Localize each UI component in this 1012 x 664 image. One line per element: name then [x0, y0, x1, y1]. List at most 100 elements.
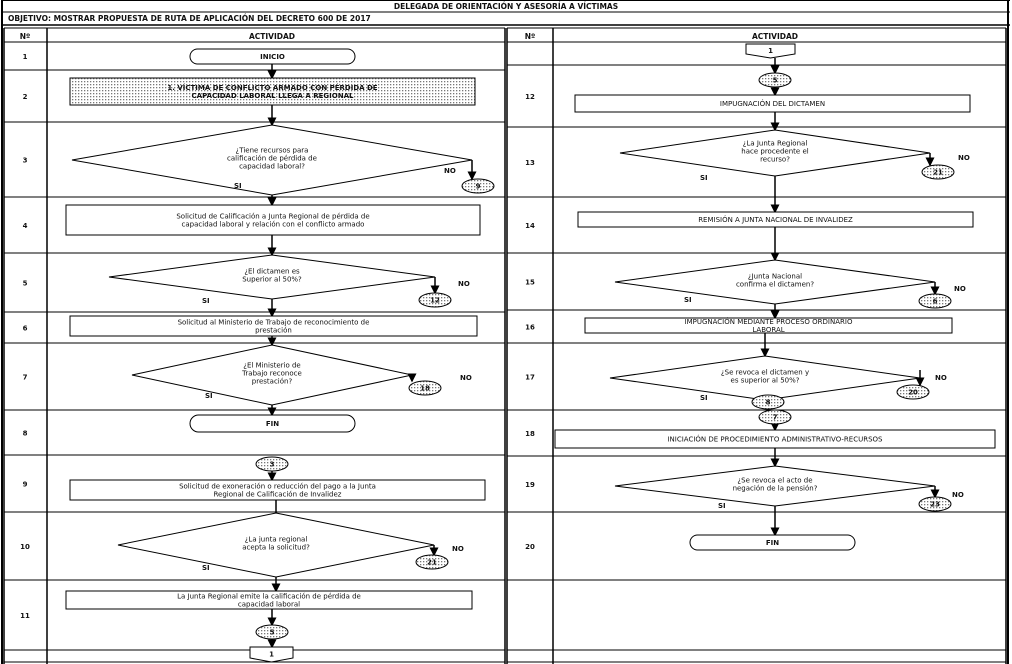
step-14-line: REMISIÓN A JUNTA NACIONAL DE INVALIDEZ: [698, 215, 853, 224]
right-fin-terminator: [689, 534, 856, 551]
row-number: 13: [525, 159, 535, 167]
row-number: 11: [20, 612, 30, 620]
right-fin-line: FIN: [766, 539, 779, 547]
step-10-line: acepta la solicitud?: [242, 544, 310, 552]
step-19-no-label: NO: [952, 491, 964, 499]
row-number: 17: [525, 374, 535, 382]
step-15-yes-label: SI: [684, 296, 692, 304]
right-offpage-label: 1: [768, 47, 773, 55]
step-13-connector-circle: [921, 164, 955, 180]
step-11-box: [65, 590, 473, 610]
step-5-no-label: NO: [458, 280, 470, 288]
step-4-line: capacidad laboral y relación con el conf…: [182, 221, 365, 229]
step-13-connector-label: 21: [933, 169, 943, 177]
step-11-line: La Junta Regional emite la calificación …: [177, 593, 361, 601]
step-19-line: negación de la pensión?: [733, 485, 818, 493]
step-15-connector-circle: [918, 293, 952, 309]
step-7-line: ¿El Ministerio de: [243, 362, 300, 370]
step-17-connector-label: 20: [908, 389, 918, 397]
row-number: 16: [525, 324, 535, 332]
document-title: DELEGADA DE ORIENTACIÓN Y ASESORÍA A VÍC…: [394, 2, 618, 11]
step-13-decision-diamond: [619, 129, 931, 177]
step-13-line: hace procedente el: [741, 148, 808, 156]
step-17-yes-label: SI: [700, 394, 708, 402]
row-number: 20: [525, 543, 535, 551]
step-17-yes-connector-circle: [751, 394, 785, 410]
step-18-line: INICIACIÓN DE PROCEDIMIENTO ADMINISTRATI…: [667, 435, 883, 444]
right-offpage-connector: [745, 43, 796, 59]
step-3-no-label: NO: [444, 167, 456, 175]
step-10-decision-diamond: [117, 512, 435, 578]
step-5-connector-label: 12: [430, 297, 440, 305]
step-7-decision-diamond: [131, 344, 413, 406]
step-10-line: ¿La junta regional: [245, 536, 308, 544]
step-5-connector-circle: [418, 292, 452, 308]
row-number: 18: [525, 430, 535, 438]
step-2-box: [69, 77, 476, 106]
fin-terminator: [189, 414, 356, 433]
step-7-connector-circle: [408, 380, 442, 396]
step-13-yes-label: SI: [700, 174, 708, 182]
step-15-line: ¿Junta Nacional: [748, 273, 802, 281]
step-3-connector-label: 9: [476, 183, 481, 191]
step-13-no-label: NO: [958, 154, 970, 162]
step-13-line: recurso?: [760, 156, 790, 164]
row-number: 15: [525, 279, 535, 287]
step-3-line: capacidad laboral?: [239, 163, 305, 171]
step-4-box: [65, 204, 481, 236]
left-offpage-label: 1: [269, 651, 274, 659]
step-15-decision-diamond: [614, 259, 936, 305]
step-7-line: prestación?: [252, 378, 293, 386]
step-3-line: calificación de pérdida de: [227, 155, 317, 163]
objective-text: OBJETIVO: MOSTRAR PROPUESTA DE RUTA DE A…: [8, 14, 371, 23]
step-9-line: Solicitud de exoneración o reducción del…: [179, 483, 376, 491]
step-17-no-label: NO: [935, 374, 947, 382]
step-4-line: Solicitud de Calificación a Junta Region…: [176, 213, 369, 221]
step-15-line: confirma el dictamen?: [736, 281, 814, 289]
step-15-no-label: NO: [954, 285, 966, 293]
step-9-box: [69, 479, 486, 501]
step-11-line: capacidad laboral: [238, 601, 300, 609]
step-14-box: [577, 211, 974, 228]
inicio-terminator: [189, 48, 356, 65]
left-num-header: Nº: [20, 32, 31, 41]
fin-line: FIN: [266, 420, 279, 428]
step-10-connector-label: 21: [427, 559, 437, 567]
step-9-line: Regional de Calificación de Invalidez: [214, 491, 342, 499]
row-number: 19: [525, 481, 535, 489]
step-2-line: 1. VÍCTIMA DE CONFLICTO ARMADO CON PÉRDI…: [167, 83, 377, 92]
inicio-line: INICIO: [260, 53, 285, 61]
step-13-line: ¿La Junta Regional: [743, 140, 808, 148]
step-10-no-label: NO: [452, 545, 464, 553]
step-6-line: Solicitud al Ministerio de Trabajo de re…: [178, 319, 370, 327]
step-7-connector-label: 18: [420, 385, 430, 393]
step-19-line: ¿Se revoca el acto de: [737, 477, 812, 485]
step-11-connector-circle: [255, 624, 289, 640]
step-6-box: [69, 315, 478, 337]
row-number: 3: [23, 157, 28, 165]
row-number: 10: [20, 543, 30, 551]
step-2-line: CAPACIDAD LABORAL LLEGA A REGIONAL: [192, 92, 354, 100]
step-12-top-connector-label: 5: [773, 77, 778, 85]
step-5-yes-label: SI: [202, 297, 210, 305]
step-9-top-connector-circle: [255, 456, 289, 472]
row-number: 2: [23, 93, 28, 101]
step-7-line: Trabajo reconoce: [241, 370, 302, 378]
step-6-line: prestación: [255, 327, 292, 335]
row-number: 9: [23, 481, 28, 489]
step-3-yes-label: SI: [234, 182, 242, 190]
step-15-connector-label: 6: [933, 298, 938, 306]
step-19-connector-circle: [918, 496, 952, 512]
row-number: 12: [525, 93, 535, 101]
step-5-line: Superior al 50%?: [242, 276, 302, 284]
step-12-box: [574, 94, 971, 113]
step-12-line: IMPUGNACIÓN DEL DICTAMEN: [720, 99, 825, 108]
row-number: 4: [23, 222, 28, 230]
step-18-top-connector-circle: [758, 409, 792, 425]
step-17-yes-connector-label: 8: [766, 399, 771, 407]
row-number: 5: [23, 280, 28, 288]
step-17-line: es superior al 50%?: [731, 377, 800, 385]
step-19-connector-label: 23: [930, 501, 940, 509]
step-11-connector-label: 5: [270, 629, 275, 637]
